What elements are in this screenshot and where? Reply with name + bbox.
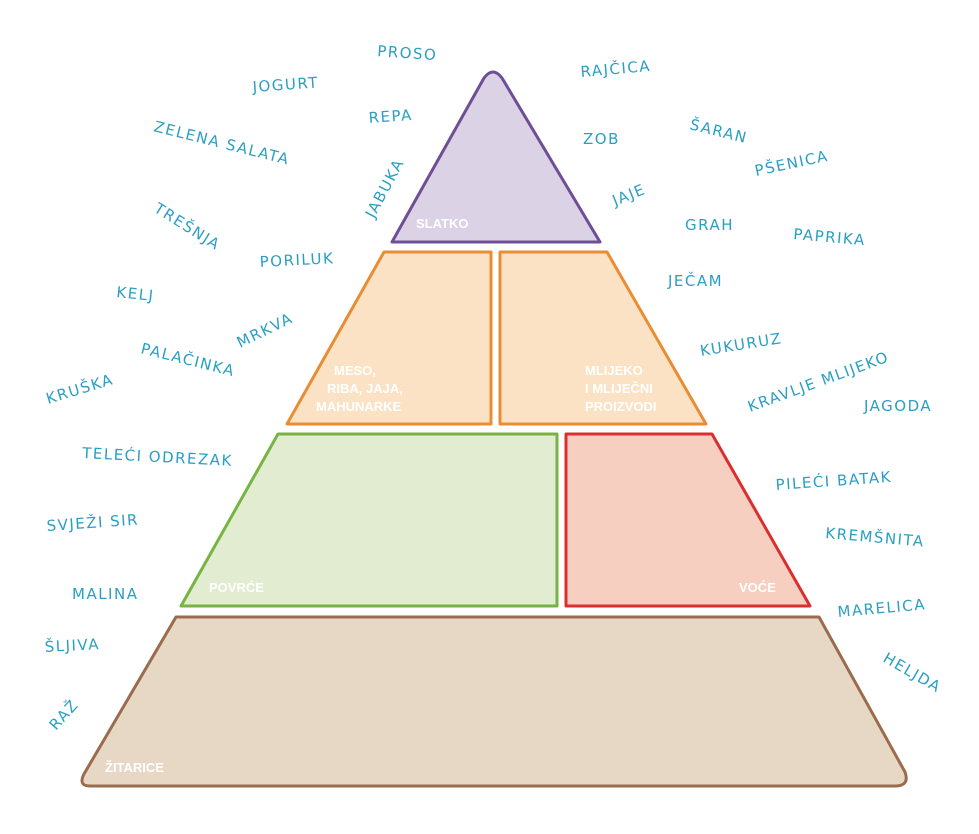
food-word[interactable]: RAJČICA <box>580 56 652 81</box>
food-word[interactable]: RAŽ <box>45 695 82 734</box>
pyramid-segment-mlijeko <box>498 250 708 426</box>
food-word[interactable]: ŠARAN <box>688 114 750 147</box>
food-word[interactable]: ZOB <box>583 130 620 148</box>
label-meso-line-1: MESO, <box>334 363 376 378</box>
label-zitarice: ŽITARICE <box>105 760 164 775</box>
food-word[interactable]: GRAH <box>685 216 734 234</box>
label-meso-line-2: RIBA, JAJA, <box>327 381 403 396</box>
food-word[interactable]: PORILUK <box>259 249 334 271</box>
label-voce: VOĆE <box>739 580 776 595</box>
food-word[interactable]: SVJEŽI SIR <box>46 510 140 535</box>
food-word[interactable]: PROSO <box>377 42 438 64</box>
food-word[interactable]: REPA <box>368 106 413 127</box>
food-word[interactable]: JAJE <box>609 180 648 210</box>
food-word[interactable]: TELEĆI ODREZAK <box>81 443 234 470</box>
food-word[interactable]: KREMŠNITA <box>825 523 926 551</box>
food-word[interactable]: JEČAM <box>667 271 723 290</box>
food-word[interactable]: KELJ <box>116 283 156 305</box>
label-mlijeko-line-2: I MLIJEČNI <box>585 381 653 396</box>
food-word[interactable]: ZELENA SALATA <box>152 117 292 168</box>
food-word[interactable]: ŠLJIVA <box>44 634 100 656</box>
label-mlijeko-line-1: MLIJEKO <box>585 363 643 378</box>
food-word[interactable]: KRUŠKA <box>44 369 116 408</box>
food-word[interactable]: HELJDA <box>880 649 945 697</box>
label-mlijeko-line-3: PROIZVODI <box>585 399 657 414</box>
food-word[interactable]: TREŠNJA <box>150 198 224 254</box>
label-povrce: POVRĆE <box>209 580 264 595</box>
food-word[interactable]: PŠENICA <box>753 146 830 180</box>
food-word[interactable]: MRKVA <box>234 309 296 352</box>
pyramid-segment-zitarice <box>80 615 908 788</box>
label-meso-line-3: MAHUNARKE <box>316 399 402 414</box>
food-word[interactable]: PILEĆI BATAK <box>775 467 892 494</box>
food-word[interactable]: MALINA <box>72 585 138 603</box>
pyramid-segment-povrce <box>179 432 559 608</box>
food-word[interactable]: MARELICA <box>837 595 927 621</box>
pyramid-segment-voce <box>564 432 812 608</box>
food-word[interactable]: PAPRIKA <box>793 225 867 249</box>
food-word[interactable]: JOGURT <box>251 73 319 96</box>
label-slatko: SLATKO <box>416 216 468 231</box>
pyramid-segment-meso <box>285 250 493 426</box>
food-word[interactable]: KUKURUZ <box>699 329 784 360</box>
food-word[interactable]: JAGODA <box>863 397 932 415</box>
food-word[interactable]: PALAČINKA <box>139 338 237 380</box>
food-word[interactable]: JABUKA <box>361 155 408 221</box>
pyramid-segment-slatko <box>390 70 602 244</box>
